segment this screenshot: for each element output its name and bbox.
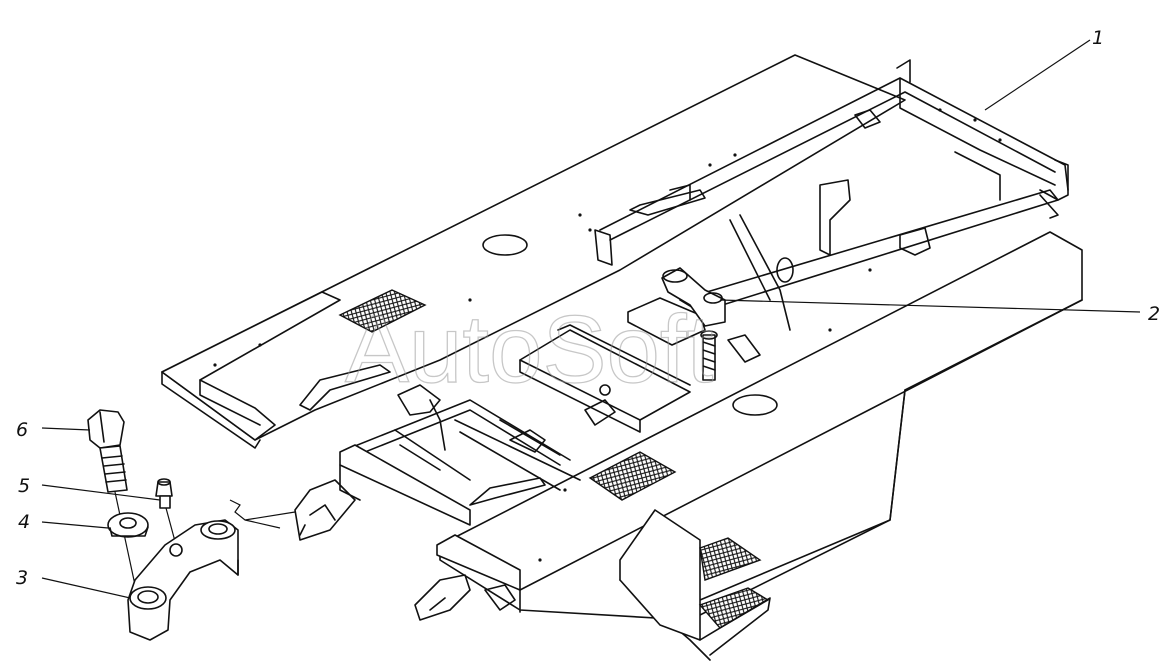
grease-fitting: [155, 478, 177, 546]
floor-hole-right: [732, 394, 778, 416]
bolt: [87, 409, 136, 586]
exploded-clamp-parts: [87, 409, 296, 641]
callout-2: 2: [1148, 303, 1160, 325]
mounting-bracket-assembly: [627, 267, 761, 381]
brace-pointer: [229, 499, 296, 529]
floor-hole-left: [482, 234, 528, 256]
left-floor-panel: [161, 54, 906, 441]
lock-washer: [107, 512, 149, 538]
callout-1: 1: [1092, 27, 1104, 49]
mesh-pad-right: [588, 451, 677, 501]
left-panel-front-lip: [161, 291, 341, 441]
front-left-beam: [339, 444, 471, 526]
front-cross-member: [436, 534, 521, 591]
rivet-dots: [213, 108, 1002, 562]
callout-5: 5: [18, 475, 30, 497]
leader-lines: [41, 39, 1141, 599]
floor-frame-assembly: [161, 54, 1083, 661]
center-floor-plate: [519, 329, 691, 421]
mesh-pad-left: [338, 289, 427, 333]
step-tread-upper: [699, 537, 762, 581]
upper-long-rail: [599, 77, 1069, 231]
callout-labels: 1 2 3 4 5 6: [16, 27, 1160, 589]
bearing-cap: [127, 519, 239, 641]
callout-6: 6: [16, 419, 28, 441]
callout-4: 4: [18, 511, 30, 533]
watermark-text: AutoSoft: [345, 296, 713, 403]
callout-3: 3: [16, 567, 28, 589]
